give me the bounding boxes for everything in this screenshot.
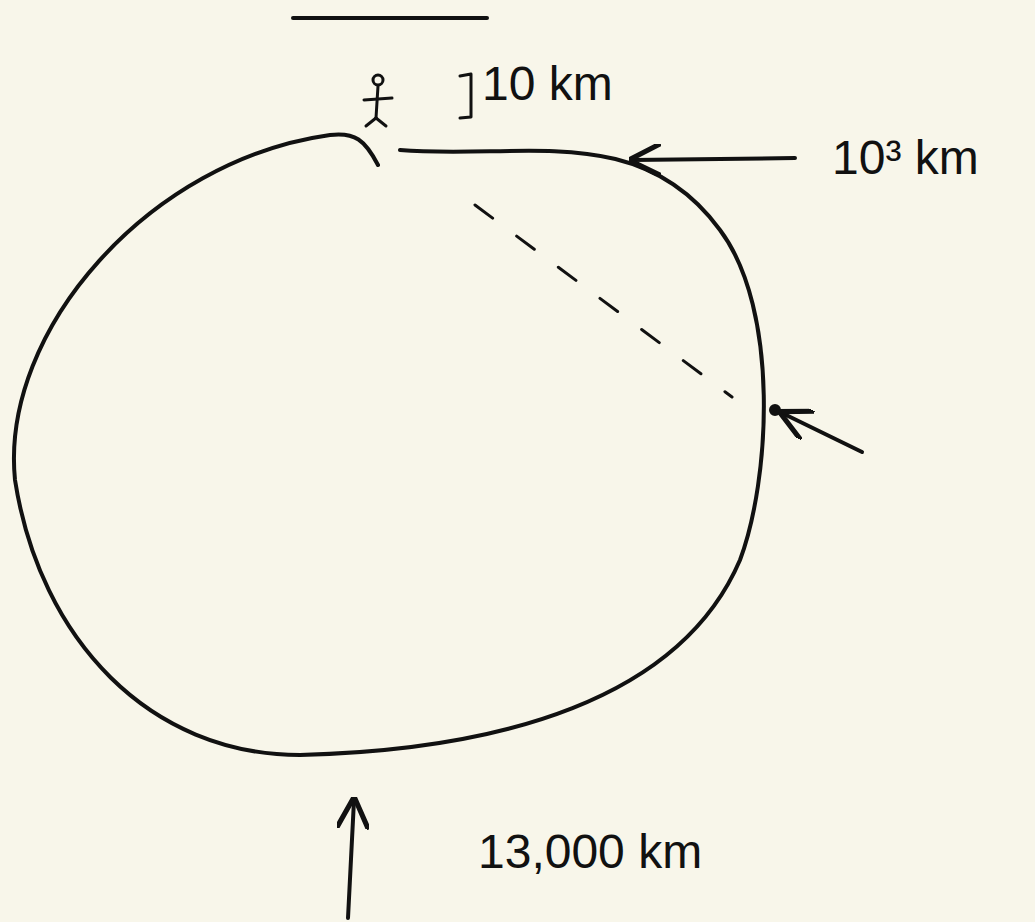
surface-point	[771, 406, 779, 414]
leader-arrow	[632, 158, 795, 160]
dimension-bracket	[460, 74, 471, 118]
leader-arrow	[782, 413, 862, 452]
top-line	[293, 16, 487, 20]
dimension-label: 10³ km	[832, 132, 979, 185]
dimension-label: 13,000 km	[478, 826, 702, 879]
planet-outline	[14, 134, 764, 755]
person-figure	[364, 75, 392, 126]
dimension-label: 10 km	[482, 58, 613, 111]
dashed-line	[475, 205, 732, 397]
leader-arrow	[348, 800, 354, 918]
